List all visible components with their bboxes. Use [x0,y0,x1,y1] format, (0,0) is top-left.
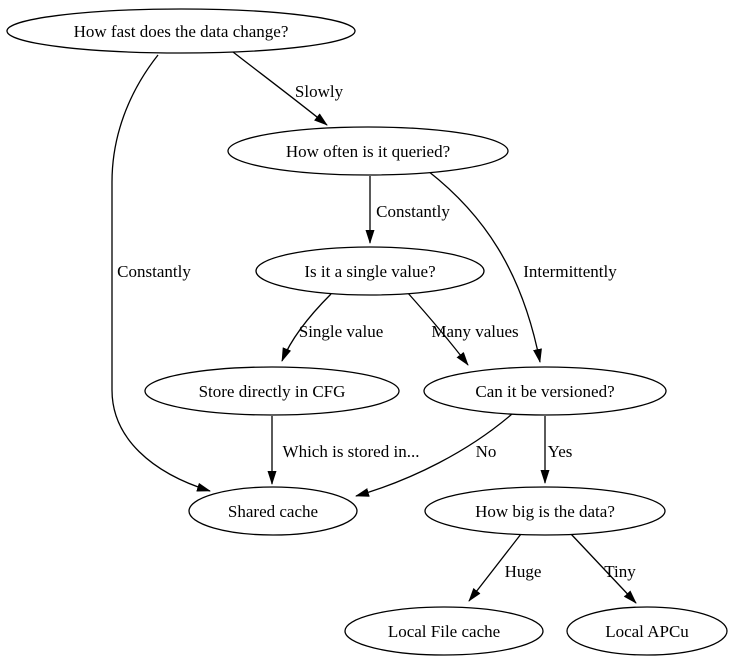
edge-line [570,533,637,604]
node-how-often-queried: How often is it queried? [227,126,509,176]
node-ellipse [566,606,728,656]
edge-label-no: No [476,442,497,461]
edge-howbig-localfile: Huge [468,533,542,602]
node-label: How often is it queried? [286,142,450,161]
edge-label-intermittently: Intermittently [523,262,617,281]
edge-label-constantly-mid: Constantly [376,202,450,221]
edge-howbig-localapcu: Tiny [570,533,637,604]
node-ellipse [188,486,358,536]
node-ellipse [344,606,544,656]
node-ellipse [6,8,356,54]
edge-howoften-versioned: Intermittently [427,170,617,363]
node-local-file-cache: Local File cache [344,606,544,656]
node-how-fast-does-data-change: How fast does the data change? [6,8,356,54]
edge-versioned-sharedcache: No [355,413,513,497]
edge-line [111,54,211,492]
node-label: Is it a single value? [304,262,435,281]
edge-label-yes: Yes [548,442,573,461]
node-how-big-is-data: How big is the data? [424,486,666,536]
edge-versioned-howbig: Yes [540,416,573,484]
node-label: How big is the data? [475,502,615,521]
node-label: Store directly in CFG [199,382,346,401]
edge-singlevalue-storecfg: Single value [281,293,384,362]
node-label: Shared cache [228,502,318,521]
node-can-it-be-versioned: Can it be versioned? [423,366,667,416]
node-ellipse [423,366,667,416]
edge-label-many-values: Many values [431,322,518,341]
node-label: Local File cache [388,622,500,641]
node-label: How fast does the data change? [74,22,289,41]
edge-line [355,413,513,497]
node-ellipse [424,486,666,536]
edge-label-slowly: Slowly [295,82,344,101]
edge-singlevalue-versioned: Many values [406,291,519,366]
edge-label-constantly-left: Constantly [117,262,191,281]
node-store-directly-in-cfg: Store directly in CFG [144,366,400,416]
edge-line [232,51,328,126]
node-is-single-value: Is it a single value? [255,246,485,296]
node-ellipse [144,366,400,416]
edge-storecfg-sharedcache: Which is stored in... [267,416,420,485]
edge-line [427,170,542,363]
node-local-apcu: Local APCu [566,606,728,656]
node-ellipse [227,126,509,176]
edge-line [281,293,332,362]
edge-line [468,533,522,602]
edge-line [406,291,469,366]
edge-label-tiny: Tiny [604,562,636,581]
edge-label-single-value: Single value [299,322,384,341]
edge-howoften-singlevalue: Constantly [365,176,450,244]
edge-label-huge: Huge [505,562,542,581]
node-shared-cache: Shared cache [188,486,358,536]
node-label: Can it be versioned? [475,382,614,401]
node-ellipse [255,246,485,296]
node-label: Local APCu [605,622,689,641]
edge-label-which-is-stored-in: Which is stored in... [283,442,420,461]
edge-howfast-howoften: Slowly [232,51,344,126]
edge-howfast-sharedcache: Constantly [111,54,211,492]
